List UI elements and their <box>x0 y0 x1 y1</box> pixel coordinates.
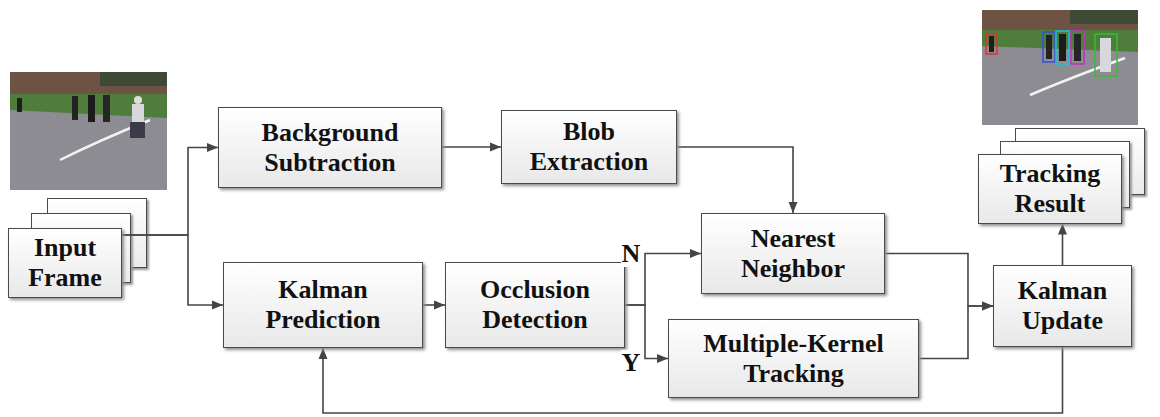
connector-line <box>885 254 993 307</box>
branch-label: Y <box>621 350 642 376</box>
process-box: Blob Extraction <box>501 110 677 184</box>
arrow-head <box>212 301 223 310</box>
box-label: Nearest Neighbor <box>702 224 884 284</box>
box-label: Input Frame <box>9 233 121 293</box>
process-box: Multiple-Kernel Tracking <box>668 319 919 398</box>
box-label: Occlusion Detection <box>446 275 624 335</box>
connector-line <box>677 147 793 213</box>
flow-arrow <box>423 301 445 310</box>
flow-arrow <box>919 302 993 359</box>
flow-arrow <box>122 143 218 235</box>
box-label: Multiple-Kernel Tracking <box>669 329 918 389</box>
process-box: Input Frame <box>8 228 122 298</box>
connector-line <box>122 235 223 305</box>
arrow-head <box>1058 224 1067 235</box>
process-box: Kalman Update <box>993 265 1132 347</box>
input-photo <box>10 72 167 190</box>
arrow-head <box>490 143 501 152</box>
box-label: Kalman Prediction <box>224 275 422 335</box>
process-box: Kalman Prediction <box>223 262 423 348</box>
flow-arrow <box>885 254 993 311</box>
box-label: Blob Extraction <box>502 117 676 177</box>
box-label: Kalman Update <box>994 276 1131 336</box>
connector-line <box>122 148 218 236</box>
process-box: Occlusion Detection <box>445 262 625 348</box>
output-photo <box>982 10 1138 125</box>
process-box: Nearest Neighbor <box>701 213 885 294</box>
box-label: Tracking Result <box>979 159 1121 219</box>
connector-line <box>919 306 993 359</box>
flow-arrow <box>1058 224 1067 266</box>
flow-arrow <box>442 143 501 152</box>
arrow-head <box>657 354 668 363</box>
arrow-head <box>982 302 993 311</box>
arrow-head <box>690 249 701 258</box>
flow-arrow <box>677 147 798 213</box>
process-box: Tracking Result <box>978 154 1122 224</box>
arrow-head <box>789 202 798 213</box>
branch-label: N <box>621 241 642 267</box>
arrow-head <box>319 348 328 359</box>
arrow-head <box>434 301 445 310</box>
process-box: Background Subtraction <box>218 107 442 188</box>
arrow-head <box>207 143 218 152</box>
box-label: Background Subtraction <box>219 118 441 178</box>
flow-arrow <box>122 235 223 310</box>
arrow-head <box>982 302 993 311</box>
